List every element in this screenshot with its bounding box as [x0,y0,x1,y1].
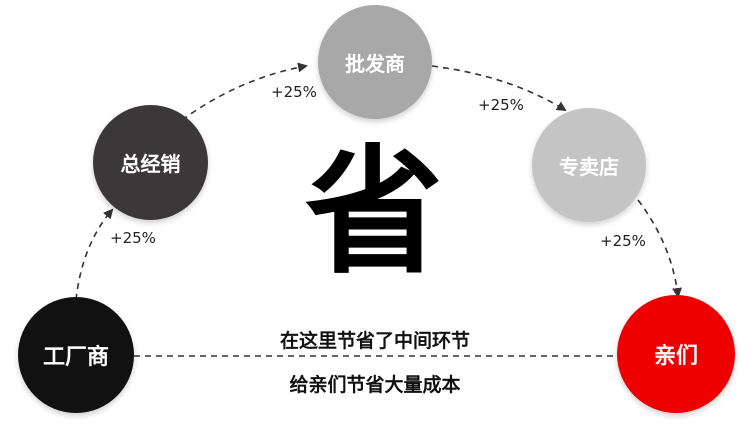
node-consumer-label: 亲们 [653,344,698,369]
node-wholesaler: 批发商 [318,5,432,119]
center-character: 省 [304,132,443,293]
node-general-distributor-label: 总经销 [120,152,181,176]
markup-label-distributor: +25% [110,229,156,247]
arc-retailer-to-consumer [637,199,683,298]
node-factory-label: 工厂商 [42,345,109,370]
caption-line-2: 给亲们节省大量成本 [289,374,461,396]
node-retailer-label: 专卖店 [559,154,619,179]
caption-line-1: 在这里节省了中间环节 [279,330,470,352]
node-wholesaler-label: 批发商 [345,51,405,76]
node-general-distributor: 总经销 [93,105,208,220]
node-consumer: 亲们 [617,295,735,413]
arc-wholesaler-to-retailer [431,65,567,112]
markup-label-retailer: +25% [478,96,524,114]
markup-label-consumer: +25% [600,232,646,250]
arc-factory-to-distributor [75,208,114,301]
markup-label-wholesaler: +25% [271,83,317,101]
arc-distributor-to-wholesaler [181,62,308,121]
node-factory: 工厂商 [18,297,134,413]
node-retailer: 专卖店 [532,108,646,222]
